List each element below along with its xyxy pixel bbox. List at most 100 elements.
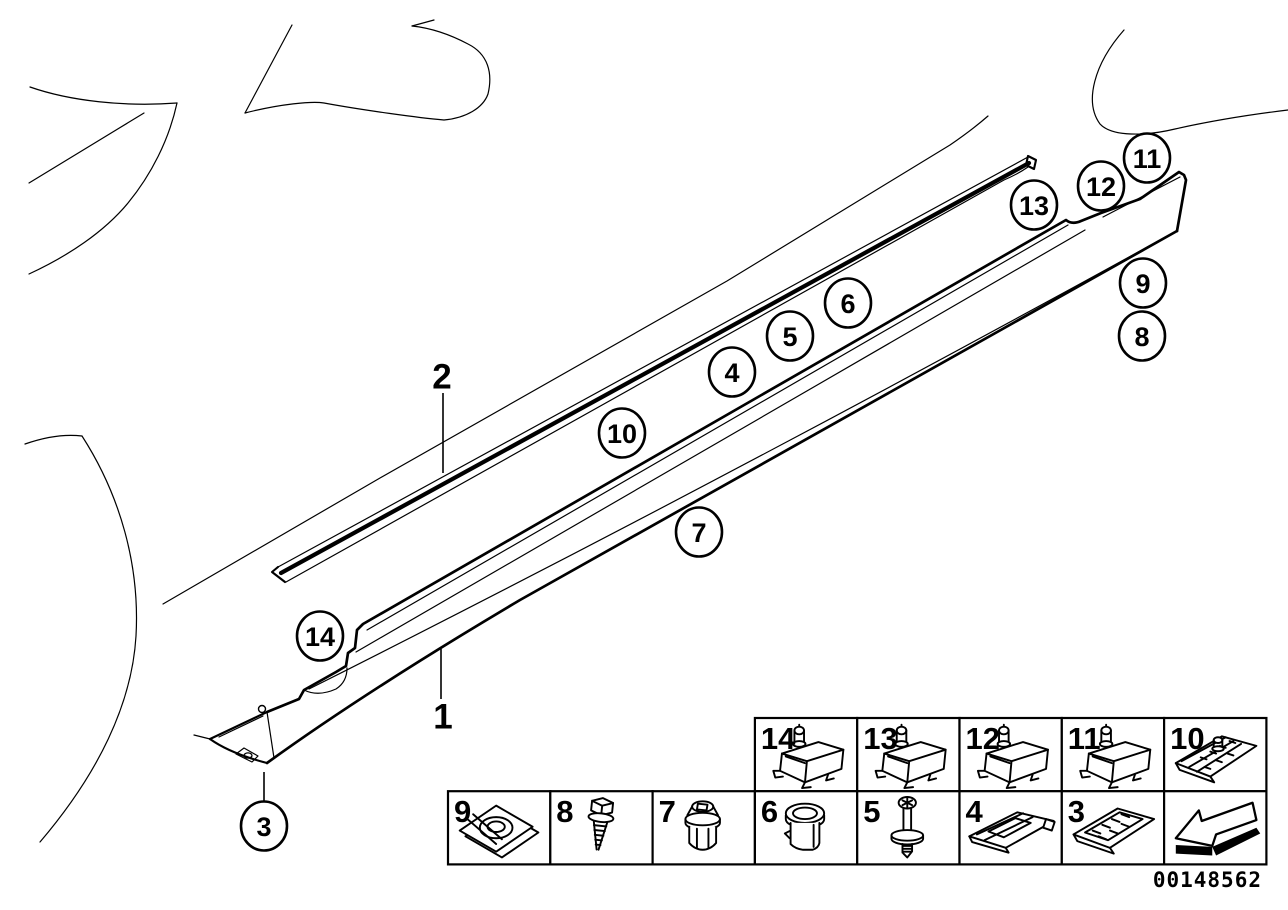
sill-left-end-inner (193, 711, 275, 759)
sill-top-face-line (355, 229, 1086, 653)
callout-6[interactable]: 6 (823, 277, 873, 329)
car-body-sketch (24, 19, 1288, 843)
entrance-strip-part-2 (270, 154, 1038, 584)
callout-circle (1122, 132, 1172, 184)
legend-cell-12[interactable]: 12 (958, 716, 1063, 793)
legend-cell-13[interactable]: 13 (856, 716, 961, 793)
legend-cell-number: 9 (454, 794, 471, 829)
strip-bottom-edge (285, 166, 1029, 583)
callout-circle (295, 610, 345, 662)
callout-9[interactable]: 9 (1118, 257, 1168, 309)
rear-arch-and-rocker-line (1091, 29, 1288, 135)
callout-circle (823, 277, 873, 329)
legend-cell-6[interactable]: 6 (753, 790, 859, 866)
callout-4[interactable]: 4 (707, 346, 757, 398)
door-bottom-line (162, 115, 989, 605)
legend-cell-number: 10 (1170, 721, 1204, 756)
legend-cell-number: 14 (761, 721, 796, 756)
legend-cell-10[interactable]: 10 (1162, 716, 1268, 793)
strip-right-end-cap (1024, 154, 1038, 171)
callout-8[interactable]: 8 (1117, 310, 1167, 362)
callout-circle (1076, 160, 1126, 212)
callout-1[interactable]: 1 (433, 649, 453, 737)
callout-circle (1117, 310, 1167, 362)
callout-7[interactable]: 7 (674, 506, 724, 558)
sill-end-tab (235, 747, 259, 763)
callout-12[interactable]: 12 (1076, 160, 1126, 212)
cowl-outline (244, 25, 491, 121)
callout-label: 11 (1133, 144, 1162, 174)
callout-5[interactable]: 5 (765, 310, 815, 362)
legend-cell-number: 11 (1068, 721, 1101, 756)
callout-label: 6 (840, 289, 855, 319)
strip-top-edge (277, 156, 1029, 568)
a-pillar-line (244, 24, 293, 114)
callout-label: 3 (256, 812, 271, 842)
sill-bottom-edge (265, 229, 1179, 765)
legend-cell-number: 7 (659, 794, 676, 829)
callout-label: 4 (724, 358, 739, 388)
rear-wheel-arch (28, 102, 178, 275)
legend-cell-14[interactable]: 14 (753, 716, 859, 793)
callout-10[interactable]: 10 (597, 407, 647, 459)
legend-cell-4[interactable]: 4 (958, 790, 1063, 866)
callout-13[interactable]: 13 (1009, 179, 1059, 231)
callout-circle (1118, 257, 1168, 309)
rear-fender-top-line (29, 86, 178, 105)
strip-left-end-cap (270, 565, 287, 584)
callout-14[interactable]: 14 (295, 610, 345, 662)
sill-left-end-bottom (208, 737, 269, 765)
grommet-icon (783, 802, 826, 851)
legend-cell-11[interactable]: 11 (1060, 716, 1166, 793)
legend-cell-number: 8 (556, 794, 573, 829)
sill-screw-hole (257, 704, 267, 714)
callout-circle (597, 407, 647, 459)
callout-circle (765, 310, 815, 362)
callout-label: 8 (1134, 322, 1149, 352)
strip-dark-band (278, 160, 1032, 576)
legend-cell-3[interactable]: 3 (1060, 790, 1166, 866)
legend-cell-8[interactable]: 8 (549, 790, 654, 866)
cowl-tick (411, 19, 435, 27)
callout-11[interactable]: 11 (1122, 132, 1172, 184)
legend-cell-arrow[interactable] (1162, 790, 1268, 866)
callout-label: 1 (433, 698, 452, 737)
legend-cell-number: 6 (761, 794, 778, 829)
body-crease-line (28, 112, 145, 184)
callout-label: 12 (1086, 172, 1116, 202)
sill-left-end-top (208, 710, 269, 741)
sill-recess-line (303, 667, 348, 694)
legend-cell-number: 3 (1068, 794, 1085, 829)
legend-cell-number: 5 (863, 794, 880, 829)
callout-label: 5 (782, 322, 797, 352)
callout-3[interactable]: 3 (239, 772, 289, 852)
callout-2[interactable]: 2 (432, 358, 452, 474)
callout-label: 9 (1135, 269, 1150, 299)
image-number: 00148562 (1153, 868, 1262, 892)
sill-top-contour (265, 170, 1188, 714)
callout-circle (707, 346, 757, 398)
callout-label: 14 (305, 622, 335, 652)
legend-cell-number: 13 (863, 721, 897, 756)
sill-top-edge-inner (366, 176, 1181, 631)
legend-cell-number: 4 (966, 794, 984, 829)
callout-circle (239, 800, 289, 852)
legend-cell-number: 12 (966, 721, 1000, 756)
callout-label: 13 (1019, 191, 1049, 221)
callout-circle (1009, 179, 1059, 231)
legend-table: 14 13 12 11 10 9 8 7 6 5 4 3 (446, 716, 1268, 866)
sill-end-details (243, 704, 267, 759)
callout-label: 2 (432, 358, 451, 397)
callout-circle (674, 506, 724, 558)
sill-clip-hole (243, 752, 253, 759)
callout-label: 10 (607, 419, 637, 449)
callout-label: 7 (691, 518, 706, 548)
legend-cell-7[interactable]: 7 (651, 790, 756, 866)
front-wheel-arch (39, 435, 138, 843)
legend-cell-5[interactable]: 5 (856, 790, 961, 866)
legend-cell-9[interactable]: 9 (446, 790, 552, 866)
rocker-panel-trim-part-1 (193, 170, 1188, 765)
